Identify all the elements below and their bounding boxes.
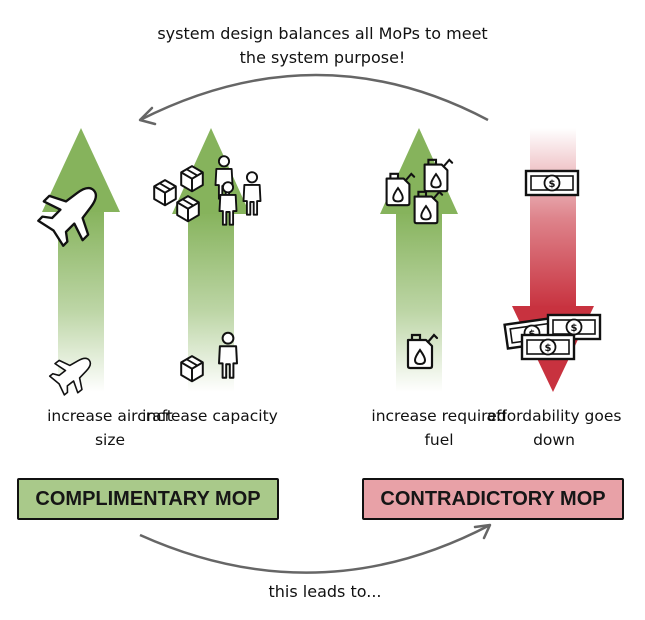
person-icon bbox=[242, 171, 262, 216]
arrow-capacity bbox=[172, 128, 250, 392]
bottom-arrowhead bbox=[473, 523, 492, 540]
fuel-can-icon bbox=[423, 158, 454, 193]
complimentary-mop-box: COMPLIMENTARY MOP bbox=[17, 478, 279, 520]
label-aircraft-size: increase aircraft size bbox=[47, 407, 173, 449]
banknote-icon bbox=[524, 169, 580, 197]
bottom-curved-arrow bbox=[139, 523, 491, 574]
top-curved-arrow bbox=[139, 73, 489, 122]
complimentary-mop-label: COMPLIMENTARY MOP bbox=[35, 487, 261, 510]
label-capacity: increase capacity bbox=[142, 407, 278, 425]
contradictory-mop-label: CONTRADICTORY MOP bbox=[380, 487, 606, 510]
top-caption: system design balances all MoPs to meet … bbox=[157, 24, 488, 67]
box-icon bbox=[176, 195, 200, 223]
label-required-fuel: increase required fuel bbox=[371, 407, 507, 449]
label-affordability: affordability goes down bbox=[486, 407, 622, 449]
contradictory-mop-box: CONTRADICTORY MOP bbox=[362, 478, 624, 520]
box-icon bbox=[180, 165, 204, 193]
banknote-icon bbox=[520, 333, 576, 361]
top-arrowhead bbox=[138, 106, 157, 126]
box-icon bbox=[180, 355, 204, 383]
bottom-caption: this leads to... bbox=[268, 582, 382, 601]
arrow-aircraft-size bbox=[42, 128, 120, 392]
box-icon bbox=[153, 179, 177, 207]
